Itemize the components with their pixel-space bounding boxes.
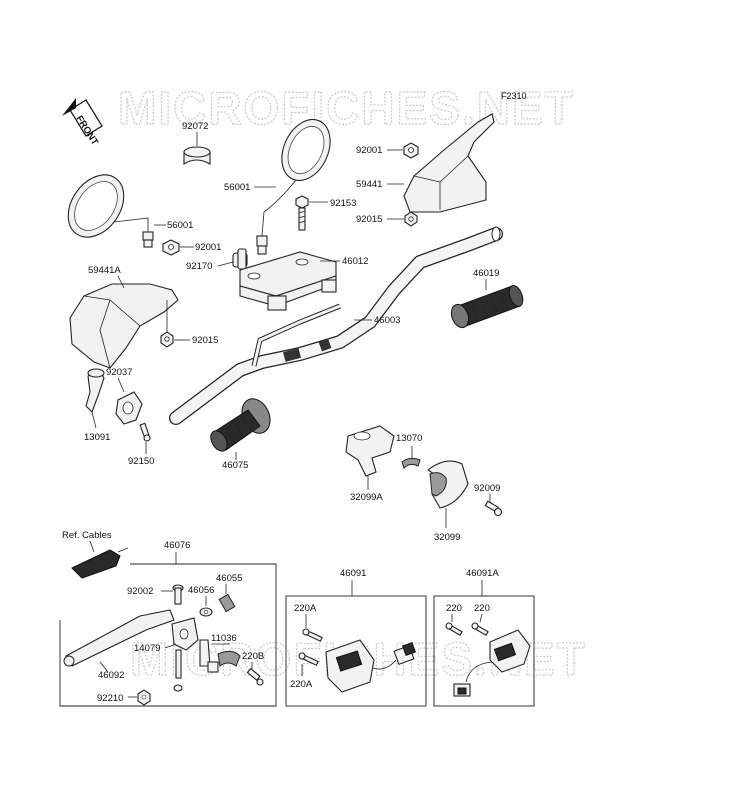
part-46055-adjuster	[218, 593, 236, 613]
part-14079-lever-holder	[171, 617, 199, 692]
part-92015-nut-left	[160, 331, 174, 348]
label-56001-right: 56001	[224, 182, 250, 193]
part-220-screw-left	[445, 622, 463, 636]
label-92009: 92009	[474, 483, 500, 494]
part-46012-handlebar-clamp	[239, 251, 337, 311]
part-13070-plate	[401, 457, 421, 469]
part-92153-bolt	[295, 195, 309, 231]
part-46075-grip-left	[210, 398, 271, 452]
label-220B: 220B	[242, 651, 264, 662]
part-59441-handguard-right	[403, 113, 495, 213]
label-92210: 92210	[97, 693, 123, 704]
label-220-right: 220	[474, 603, 490, 614]
part-46056-washer	[199, 607, 213, 617]
label-46092: 46092	[98, 670, 124, 681]
label-220-left: 220	[446, 603, 462, 614]
ref-cables-end-icon	[71, 547, 129, 579]
label-92015-left: 92015	[192, 335, 218, 346]
label-220A-upper: 220A	[294, 603, 317, 614]
part-92002-bolt	[172, 584, 184, 605]
label-32099A: 32099A	[350, 492, 383, 503]
label-46075: 46075	[222, 460, 248, 471]
part-32099-throttle-cover	[427, 460, 469, 509]
label-46019: 46019	[473, 268, 499, 279]
ref-cables-label: Ref. Cables	[62, 530, 112, 541]
label-220A-lower: 220A	[290, 679, 313, 690]
front-arrow-icon: FRONT	[62, 98, 103, 148]
part-220A-screw-lower	[298, 652, 319, 666]
label-32099: 32099	[434, 532, 460, 543]
label-13070: 13070	[396, 433, 422, 444]
label-11036: 11036	[211, 633, 237, 644]
part-220A-screw-upper	[302, 628, 323, 642]
watermark-top: MICROFICHES.NET	[118, 82, 575, 134]
part-92001-nut-left	[162, 239, 180, 256]
label-92150: 92150	[128, 456, 154, 467]
label-14079: 14079	[134, 643, 160, 654]
label-59441A: 59441A	[88, 265, 121, 276]
label-92002: 92002	[127, 586, 153, 597]
label-92072: 92072	[182, 121, 208, 132]
part-46091-switch	[325, 639, 417, 693]
part-92150-screw	[139, 422, 151, 442]
label-92001-left: 92001	[195, 242, 221, 253]
label-92037: 92037	[106, 367, 132, 378]
part-92009-screw	[484, 500, 503, 517]
part-92037-clamp	[115, 391, 143, 425]
label-46076: 46076	[164, 540, 190, 551]
label-59441: 59441	[356, 179, 382, 190]
part-220-screw-right	[471, 622, 489, 636]
part-92210-nut	[137, 689, 151, 706]
label-46056: 46056	[188, 585, 214, 596]
label-56001-left: 56001	[167, 220, 193, 231]
part-220B-screw	[246, 667, 264, 686]
label-46091: 46091	[340, 568, 366, 579]
part-59441A-handguard-left	[69, 283, 179, 369]
part-92170-clamp	[232, 248, 248, 270]
label-92153: 92153	[330, 198, 356, 209]
part-11036-bracket	[199, 639, 241, 673]
part-56001-right-mirror	[256, 118, 331, 255]
label-46055: 46055	[216, 573, 242, 584]
part-46019-grip-right	[450, 284, 524, 329]
figure-code: F2310	[501, 91, 527, 101]
label-92170: 92170	[186, 261, 212, 272]
label-46012: 46012	[342, 256, 368, 267]
label-46003: 46003	[374, 315, 400, 326]
part-13091-holder	[85, 368, 105, 413]
part-56001-left-mirror	[67, 174, 154, 248]
part-32099A-throttle-housing	[345, 425, 395, 477]
part-92001-nut-right	[403, 142, 419, 159]
part-92072-clamp	[183, 146, 211, 166]
label-46091A: 46091A	[466, 568, 499, 579]
label-13091: 13091	[84, 432, 110, 443]
part-46092-clutch-lever	[63, 609, 175, 667]
label-92001-right: 92001	[356, 145, 382, 156]
part-46091A-switch	[453, 629, 531, 697]
part-92015-nut-right	[404, 211, 418, 227]
part-46003-handlebar	[169, 226, 503, 425]
label-92015-right: 92015	[356, 214, 382, 225]
